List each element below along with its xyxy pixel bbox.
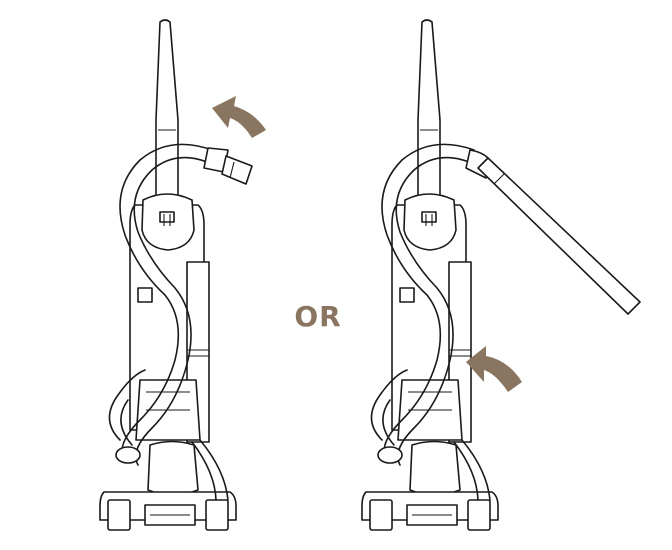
or-separator: OR [294, 300, 342, 333]
right-extension-wand [465, 149, 641, 315]
left-hose-cuff [203, 147, 253, 185]
right-direction-arrow [466, 346, 522, 392]
left-vacuum-illustration [99, 19, 253, 531]
left-direction-arrow [212, 96, 266, 138]
right-vacuum-illustration [361, 19, 641, 531]
